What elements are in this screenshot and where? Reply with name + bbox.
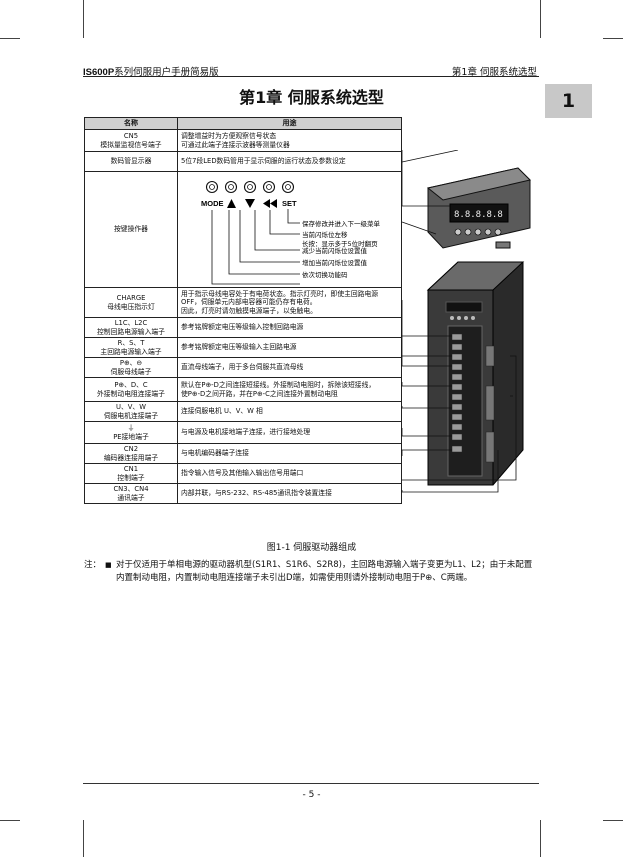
footer-rule — [83, 783, 539, 784]
mode-label: MODE — [201, 199, 224, 208]
mode-button-icon — [205, 180, 219, 194]
page-number: - 5 - — [302, 790, 321, 800]
header-use: 用途 — [177, 117, 402, 130]
svg-text:增加当前闪烁位设置值: 增加当前闪烁位设置值 — [302, 258, 368, 267]
bullet-icon: ■ — [105, 561, 112, 569]
keypad-descriptions: 保存修改并进入下一级菜单 当前闪烁位左移 长按：显示多于5位时翻页 减少当前闪烁… — [302, 219, 381, 279]
row-use: 参考铭牌额定电压等级输入控制回路电源 — [177, 317, 402, 338]
svg-text:减少当前闪烁位设置值: 减少当前闪烁位设置值 — [302, 246, 368, 255]
panel-closeup: 8.8.8.8.8 — [426, 167, 531, 249]
running-header-right: 第1章 伺服系统选型 — [451, 67, 537, 78]
servo-drive-illustration: 8.8.8.8.8 — [401, 150, 531, 493]
row-use: 参考铭牌额定电压等级输入主回路电源 — [177, 337, 402, 358]
table-row: 数码管显示器 5位7段LED数码管用于显示伺服的运行状态及参数设定 — [84, 151, 402, 172]
crop-mark — [540, 0, 541, 38]
row-use: 5位7段LED数码管用于显示伺服的运行状态及参数设定 — [177, 151, 402, 172]
shift-arrow-icon — [263, 199, 270, 208]
keypad-diagram: MODE SET 保存修改并进入下一级菜单 当前闪烁位左移 长按：显示多于5位时… — [201, 180, 381, 285]
note-text: 对于仅适用于单相电源的驱动器机型(S1R1、S1R6、S2R8)，主回路电源输入… — [116, 560, 533, 583]
note: 注： ■ 对于仅适用于单相电源的驱动器机型(S1R1、S1R6、S2R8)，主回… — [84, 559, 540, 585]
row-use: 与电机编码器端子连接 — [177, 443, 402, 464]
row-use: 指令输入信号及其他输入输出信号用端口 — [177, 463, 402, 484]
ground-icon: ⏚ — [127, 424, 135, 433]
svg-text:长按：显示多于5位时翻页: 长按：显示多于5位时翻页 — [302, 239, 378, 248]
down-button-icon — [243, 180, 257, 194]
row-use: 内部并联，与RS-232、RS-485通讯指令装置连接 — [177, 483, 402, 504]
table-row: 按键操作器 — [84, 171, 402, 288]
chapter-title: 第1章 伺服系统选型 — [239, 88, 384, 107]
row-use: 连接伺服电机 U、V、W 相 — [177, 401, 402, 422]
crop-mark — [83, 820, 84, 857]
row-name: P⊕、⊖伺服母线端子 — [84, 357, 178, 378]
set-label: SET — [282, 199, 297, 208]
crop-mark — [540, 820, 541, 857]
up-arrow-icon — [227, 199, 236, 208]
up-button-icon — [224, 180, 238, 194]
leader-lines — [401, 300, 517, 493]
row-name: 数码管显示器 — [84, 151, 178, 172]
row-use: 直流母线端子，用于多台伺服共直流母线 — [177, 357, 402, 378]
note-label: 注： — [84, 560, 102, 570]
row-use: 调整增益时为方便观察信号状态可通过此端子连接示波器等测量仪器 — [177, 129, 402, 152]
table-row: P⊕、⊖伺服母线端子 直流母线端子，用于多台伺服共直流母线 — [84, 357, 402, 378]
keypad-buttons — [205, 180, 295, 194]
row-name: ⏚PE接地端子 — [84, 421, 178, 444]
crop-mark — [0, 38, 20, 39]
svg-text:8.8.8.8.8: 8.8.8.8.8 — [454, 210, 503, 220]
manual-title: 系列伺服用户手册简易版 — [114, 67, 219, 78]
crop-mark — [83, 0, 84, 38]
svg-text:依次切换功能码: 依次切换功能码 — [302, 270, 348, 279]
row-use: 与电源及电机接地端子连接，进行接地处理 — [177, 421, 402, 444]
table-row: ⏚PE接地端子 与电源及电机接地端子连接，进行接地处理 — [84, 421, 402, 444]
drive-body — [426, 261, 525, 486]
table-header-row: 名称 用途 — [84, 117, 402, 130]
running-header-left: IS600P系列伺服用户手册简易版 — [83, 64, 219, 78]
crop-mark — [0, 820, 20, 821]
down-arrow-icon — [245, 199, 255, 208]
svg-text:当前闪烁位左移: 当前闪烁位左移 — [302, 230, 348, 239]
callout-lines — [211, 209, 300, 285]
led-display — [449, 203, 509, 223]
figure-caption: 图1-1 伺服驱动器组成 — [266, 543, 357, 553]
row-name: 按键操作器 — [84, 171, 178, 288]
chapter-tab: 1 — [545, 84, 592, 118]
row-use-keypad — [177, 171, 402, 288]
brand-name: IS600P — [83, 67, 115, 78]
set-button-icon — [281, 180, 295, 194]
header-name: 名称 — [84, 117, 178, 130]
crop-mark — [603, 38, 623, 39]
header-rule — [83, 76, 539, 77]
row-use: 默认在P⊕-D之间连接短接线。外接制动电阻时，拆除该短接线，使P⊕-D之间开路，… — [177, 377, 402, 402]
svg-text:保存修改并进入下一级菜单: 保存修改并进入下一级菜单 — [302, 219, 381, 228]
shift-button-icon — [262, 180, 276, 194]
crop-mark — [603, 820, 623, 821]
